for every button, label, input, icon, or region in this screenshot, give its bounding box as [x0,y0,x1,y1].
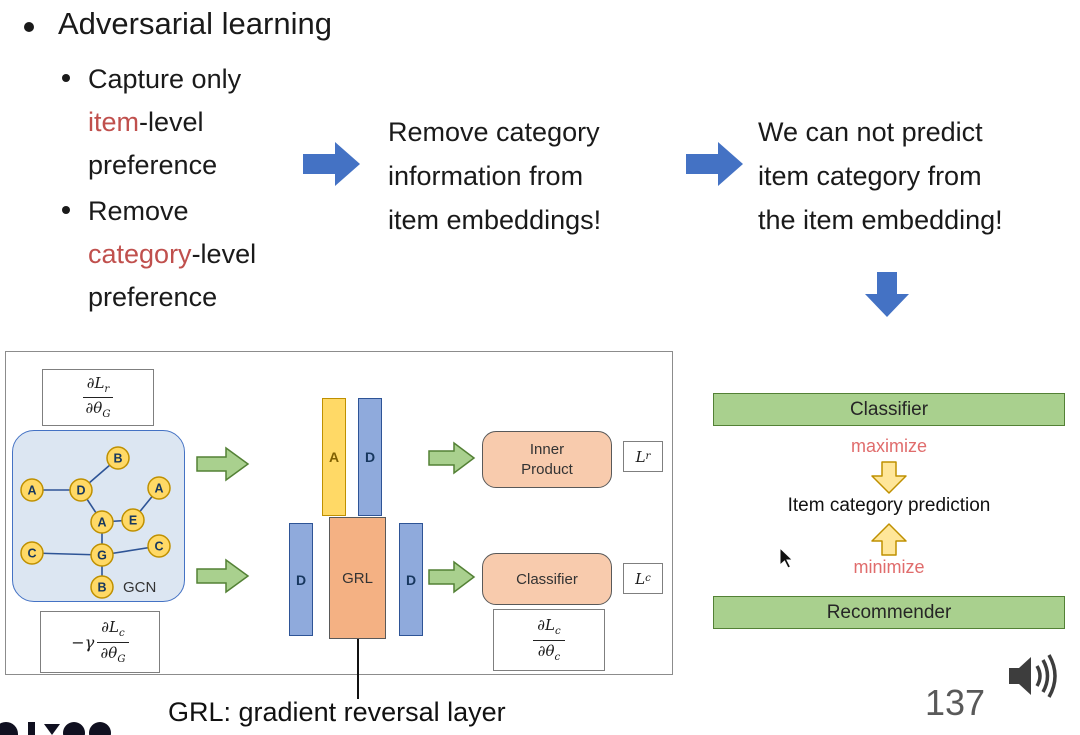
bullet-line: Capture only [88,64,242,94]
gcn-graph-panel: B A D A A E C G C B GCN [12,430,185,602]
flow-line: We can not predict [758,117,983,147]
flow-line: the item embedding! [758,205,1003,235]
math-num-sub: c [118,628,125,640]
math-prefix: −γ [71,632,95,652]
item-category-prediction-label: Item category prediction [787,495,991,516]
audio-speaker-icon[interactable] [998,645,1068,707]
gcn-graph: B A D A A E C G C B GCN [20,446,171,599]
math-num-sub: r [104,383,110,395]
embedding-bar-d-right: D [399,523,423,636]
green-arrow-icon [428,560,476,594]
bullet-line: item-level [88,101,241,144]
graph-nodes [20,446,171,599]
svg-text:A: A [154,482,163,496]
math-den: ∂θ [537,641,555,660]
classifier-box: Classifier [482,553,612,605]
inner-product-box: Inner Product [482,431,612,488]
bullet-line: preference [88,150,218,180]
embedding-bar-d-top: D [358,398,382,516]
flow-line: Remove category [388,117,600,147]
highlight-item: item [88,107,140,137]
bullet-line: preference [88,282,218,312]
mouse-cursor [779,548,794,569]
svg-text:B: B [113,452,122,466]
bullet-suffix: -level [139,107,204,137]
green-arrow-icon [428,441,476,475]
svg-text:D: D [76,484,85,498]
down-arrow-icon [865,272,909,317]
grl-caption: GRL: gradient reversal layer [168,697,506,727]
inner-product-label: Inner Product [521,441,573,478]
svg-text:A: A [27,484,36,498]
flow-step-cannot-predict: We can not predict item category from th… [758,110,1003,242]
grl-pointer-line [357,639,359,699]
svg-text:C: C [154,540,163,554]
svg-text:C: C [27,547,36,561]
classifier-label: Classifier [516,570,578,588]
bullet-dot [62,206,70,214]
yellow-up-arrow-icon [871,523,907,556]
yellow-down-arrow-icon [871,461,907,494]
right-arrow-icon [303,142,360,186]
green-arrow-icon [196,446,250,482]
bullet-item-level: Capture only item-level preference [88,58,241,187]
math-num: ∂L [86,373,105,392]
bullet-line: Remove [88,196,189,226]
loss-sub: c [645,573,651,584]
bullet-dot [62,74,70,82]
flow-line: information from [388,161,584,191]
page-title: Adversarial learning [58,6,332,41]
math-den: ∂θ [100,643,118,662]
gradient-lr-box: ∂Lr ∂θG [42,369,154,426]
svg-text:E: E [129,514,137,528]
right-arrow-icon [686,142,743,186]
math-den-sub: G [102,409,111,420]
math-num: ∂L [101,618,119,637]
math-den-sub: G [117,653,126,665]
embedding-bar-a: A [322,398,346,516]
maximize-label: maximize [850,436,927,456]
partial-logo [0,722,111,735]
grl-box: GRL [329,517,386,639]
flow-step-remove-category: Remove category information from item em… [388,110,601,242]
math-den-sub: c [554,651,561,663]
gradient-lc-g-box: −γ ∂Lc ∂θG [40,611,160,673]
bullet-suffix: -level [191,239,257,269]
math-num: ∂L [537,616,555,635]
fraction: ∂Lr ∂θG [82,373,114,421]
loss-symbol: L [635,569,646,588]
math-num-sub: c [555,626,561,638]
fraction: ∂Lc ∂θc [533,616,565,663]
flow-line: item embeddings! [388,205,602,235]
embedding-bar-d-left: D [289,523,313,636]
gradient-lc-c-box: ∂Lc ∂θc [493,609,605,671]
panel-recommender-bar: Recommender [713,596,1065,629]
graph-node-labels: B A D A A E C G C B [27,452,163,595]
loss-symbol: L [635,447,646,466]
math-den: ∂θ [85,399,103,417]
svg-text:G: G [97,549,107,563]
bullet-category-level: Remove category-level preference [88,190,256,319]
flow-line: item category from [758,161,982,191]
page-number: 137 [925,682,986,723]
green-arrow-icon [196,558,250,594]
speaker-glyph [1009,654,1057,698]
panel-classifier-bar: Classifier [713,393,1065,426]
svg-text:A: A [97,516,106,530]
highlight-category: category [88,239,192,269]
title-bullet-dot [24,22,34,32]
gcn-label: GCN [123,579,156,596]
svg-text:B: B [97,581,106,595]
fraction: ∂Lc ∂θG [97,618,129,665]
bullet-line: category-level [88,233,256,276]
loss-sub: r [645,451,651,462]
minimize-label: minimize [853,557,925,577]
